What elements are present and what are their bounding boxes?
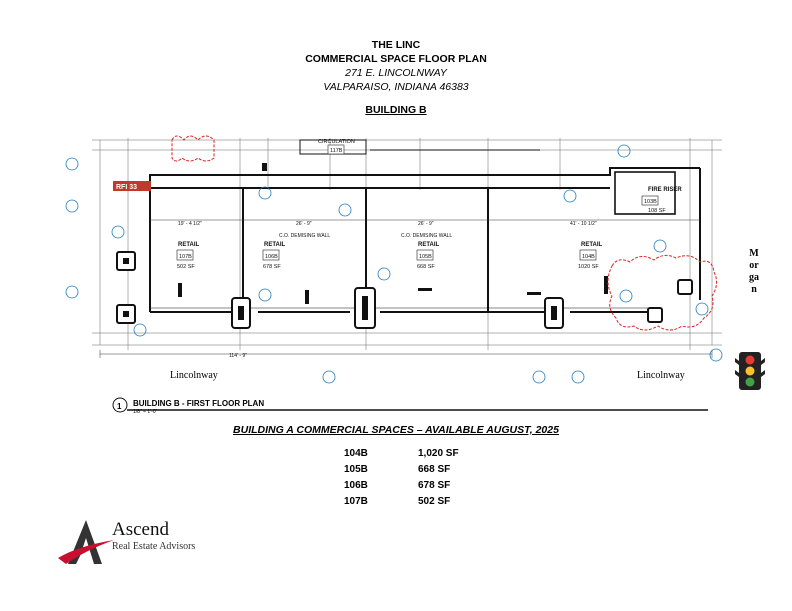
logo-tagline: Real Estate Advisors xyxy=(112,541,196,552)
unit-square-feet: 1,020 SF xyxy=(418,447,459,459)
unit-106b-room: 106B xyxy=(265,254,278,260)
table-row: 105B 668 SF xyxy=(344,461,478,477)
overall-dimension: 114' - 9" xyxy=(229,353,247,359)
circulation-room: 117B xyxy=(330,148,343,154)
address-line-2: VALPARAISO, INDIANA 46383 xyxy=(323,81,469,93)
fire-riser-label: FIRE RISER xyxy=(648,187,682,193)
plan-scale: 1/8" = 1'-0" xyxy=(133,409,158,415)
table-row: 104B 1,020 SF xyxy=(344,445,478,461)
rfi-tag: RFI 33 xyxy=(116,184,137,191)
logo-name: Ascend xyxy=(112,519,169,540)
unit-105b-room: 105B xyxy=(419,254,432,260)
table-row: 106B 678 SF xyxy=(344,477,478,493)
unit-105b-sf: 668 SF xyxy=(417,264,435,270)
demising-label-2: C.O. DEMISING WALL xyxy=(401,233,452,239)
ascend-logo-mark xyxy=(58,520,114,564)
rfi-tag-box xyxy=(113,181,151,191)
unit-107b-use: RETAIL xyxy=(178,242,200,248)
unit-107b-sf: 502 SF xyxy=(177,264,195,270)
street-label-morgan: Morgan xyxy=(749,248,759,295)
document-title: COMMERCIAL SPACE FLOOR PLAN xyxy=(305,53,487,65)
unit-105b-use: RETAIL xyxy=(418,242,440,248)
property-name: THE LINC xyxy=(371,39,421,51)
unit-number: 106B xyxy=(344,479,368,491)
unit-104b-use: RETAIL xyxy=(581,242,603,248)
plan-title: BUILDING B - FIRST FLOOR PLAN xyxy=(133,399,265,408)
unit-106b-width: 26' - 9" xyxy=(296,221,312,227)
table-row: 107B 502 SF xyxy=(344,493,478,509)
availability-table: 104B 1,020 SF 105B 668 SF 106B 678 SF 10… xyxy=(344,445,478,509)
availability-heading: BUILDING A COMMERCIAL SPACES – AVAILABLE… xyxy=(233,424,559,436)
unit-number: 104B xyxy=(344,447,368,459)
street-label-lincolnway-left: Lincolnway xyxy=(170,370,218,381)
traffic-light-icon xyxy=(735,352,765,390)
unit-104b-room: 104B xyxy=(582,254,595,260)
demising-label-1: C.O. DEMISING WALL xyxy=(279,233,330,239)
unit-square-feet: 678 SF xyxy=(418,479,451,491)
fire-riser-room: 103B xyxy=(644,199,657,205)
unit-106b-sf: 678 SF xyxy=(263,264,281,270)
unit-square-feet: 668 SF xyxy=(418,463,451,475)
street-label-lincolnway-right: Lincolnway xyxy=(637,370,685,381)
unit-104b-width: 41' - 10 1/2" xyxy=(570,221,597,227)
unit-square-feet: 502 SF xyxy=(418,495,451,507)
building-label: BUILDING B xyxy=(365,104,427,116)
unit-106b-use: RETAIL xyxy=(264,242,286,248)
unit-number: 107B xyxy=(344,495,368,507)
circulation-label: CIRCULATION xyxy=(318,139,355,145)
plan-title-number: 1 xyxy=(117,402,122,411)
unit-104b-sf: 1020 SF xyxy=(578,264,599,270)
unit-107b-room: 107B xyxy=(179,254,192,260)
address-line-1: 271 E. LINCOLNWAY xyxy=(345,67,447,79)
unit-number: 105B xyxy=(344,463,368,475)
floor-plan-drawing: RFI 33 CIRCULATION 117B FIRE RISER 103B … xyxy=(65,135,765,413)
fire-riser-sf: 108 SF xyxy=(648,208,666,214)
unit-105b-width: 26' - 9" xyxy=(418,221,434,227)
unit-107b-width: 19' - 4 1/2" xyxy=(178,221,202,227)
